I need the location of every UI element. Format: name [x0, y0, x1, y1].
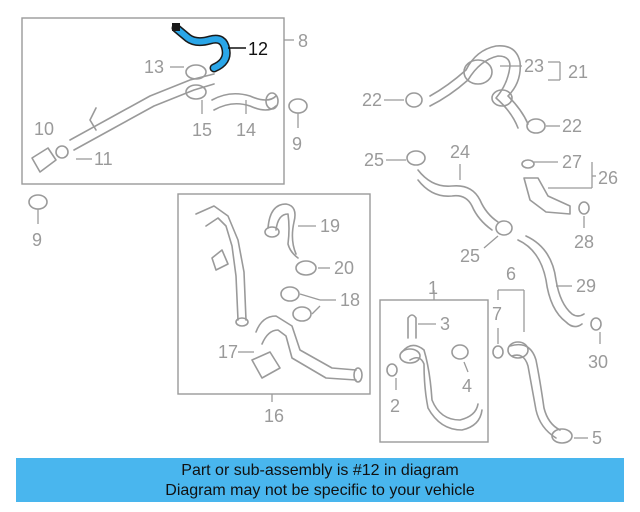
- callout-2: 2: [390, 396, 400, 416]
- hose-part-29: [517, 239, 583, 328]
- seal-part-7: [492, 345, 504, 359]
- callout-15: 15: [192, 120, 212, 140]
- seal-part-30: [590, 317, 602, 331]
- callout-21: 21: [568, 62, 588, 82]
- callout-8: 8: [298, 31, 308, 51]
- clamp-part-9-lower: [28, 194, 48, 210]
- clamp-part-25-bottom: [495, 220, 513, 236]
- callout-12: 12: [248, 39, 268, 59]
- pipe-part-17: [255, 315, 357, 371]
- hose-part-2: [401, 344, 479, 421]
- callout-13: 13: [144, 57, 164, 77]
- clamp-part-9: [288, 98, 308, 114]
- clamp-part-22-left: [405, 92, 423, 108]
- clamp-part-25-top: [406, 150, 426, 166]
- callout-3: 3: [440, 314, 450, 334]
- callout-5: 5: [592, 428, 602, 448]
- callout-25-bottom: 25: [460, 246, 480, 266]
- callout-14: 14: [236, 120, 256, 140]
- callout-6: 6: [506, 264, 516, 284]
- hose-part-24: [417, 169, 499, 223]
- clamp-part-20: [295, 260, 317, 276]
- clip-part-3: [407, 314, 417, 339]
- callout-7: 7: [492, 304, 502, 324]
- callout-28: 28: [574, 232, 594, 252]
- callout-9-right: 9: [292, 134, 302, 154]
- group-box-16: [177, 193, 371, 395]
- hose-part-10: [31, 147, 57, 173]
- callout-29: 29: [576, 276, 596, 296]
- clamp-part-22-right: [526, 118, 546, 134]
- hose-part-19: [267, 203, 297, 255]
- clamp-part-18-b: [292, 306, 312, 322]
- callout-27: 27: [562, 152, 582, 172]
- callout-24: 24: [450, 142, 470, 162]
- clamp-part-18-a: [280, 286, 300, 302]
- callout-11: 11: [94, 149, 113, 169]
- callout-18: 18: [340, 290, 360, 310]
- callout-25-top: 25: [364, 150, 384, 170]
- callout-23: 23: [524, 56, 544, 76]
- clamp-part-5: [551, 428, 573, 444]
- seal-part-28: [578, 201, 590, 215]
- callout-4: 4: [462, 376, 472, 396]
- callout-26: 26: [598, 168, 618, 188]
- callout-20: 20: [334, 258, 354, 278]
- hose-part-14: [211, 92, 277, 101]
- pipe-assembly: [195, 205, 247, 321]
- banner-line-2: Diagram may not be specific to your vehi…: [165, 482, 475, 499]
- callout-17: 17: [218, 342, 238, 362]
- callout-22-right: 22: [562, 116, 582, 136]
- callout-10: 10: [34, 119, 54, 139]
- callout-30: 30: [588, 352, 608, 372]
- coolant-pipe: [69, 73, 215, 141]
- hose-part-23: [429, 45, 529, 125]
- callout-22-left: 22: [362, 90, 382, 110]
- fitting-part-4: [451, 344, 469, 360]
- hose-part-12[interactable]: [171, 23, 231, 73]
- banner-line-1: Part or sub-assembly is #12 in diagram: [181, 462, 459, 479]
- fitting-part-26: [523, 177, 571, 215]
- callout-16: 16: [264, 406, 284, 426]
- group-box-8: [21, 17, 285, 185]
- callout-9-left: 9: [32, 230, 42, 250]
- callout-1: 1: [428, 278, 438, 298]
- callout-19: 19: [320, 216, 340, 236]
- info-banner: Part or sub-assembly is #12 in diagram D…: [16, 458, 624, 502]
